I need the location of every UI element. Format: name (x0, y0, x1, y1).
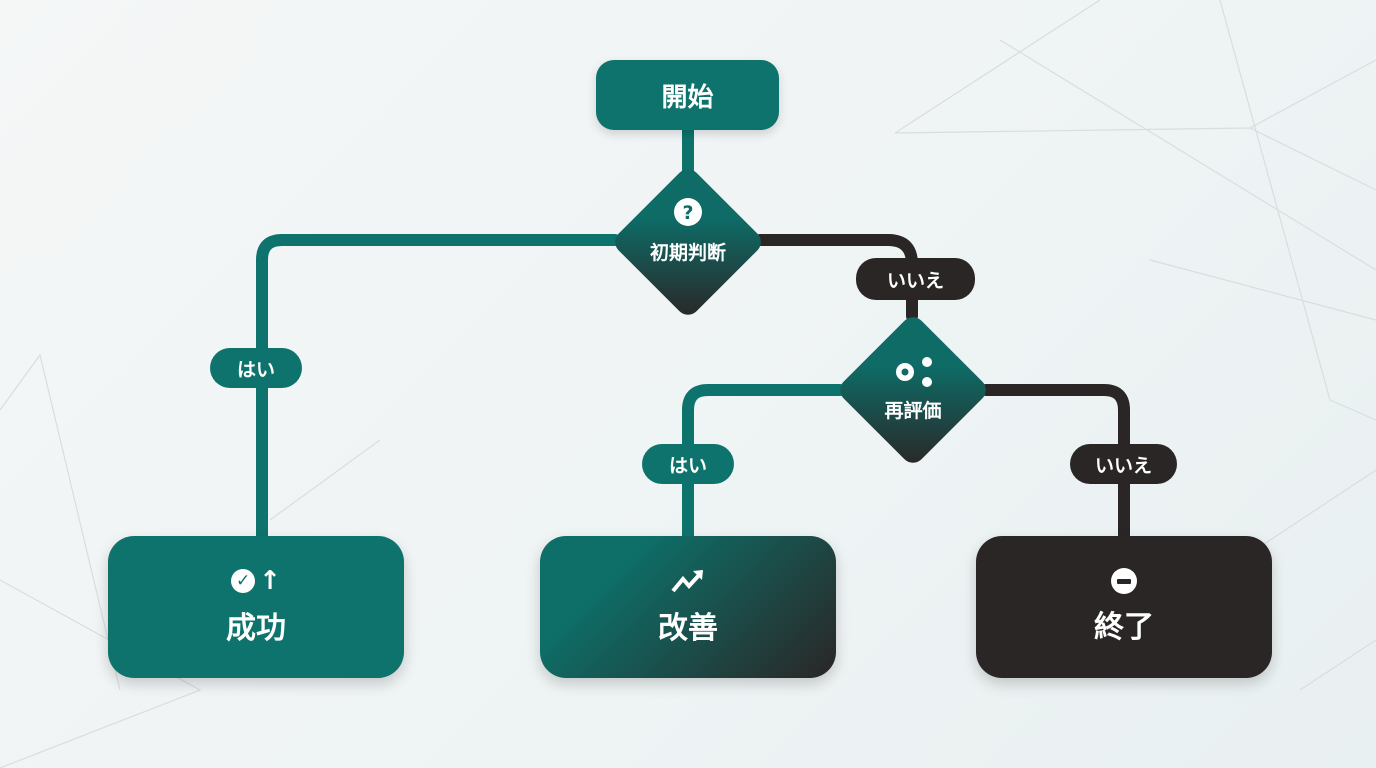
end-node[interactable]: 終了 (976, 536, 1272, 678)
stop-circle-icon (1111, 568, 1137, 594)
decision-reevaluate-label: 再評価 (884, 400, 942, 422)
svg-text:?: ? (682, 202, 693, 224)
improve-node[interactable]: 改善 (540, 536, 836, 678)
check-circle-arrow-up-icon: ✓↑ (231, 567, 281, 595)
connector-d2-no (980, 384, 1130, 546)
edge-label-d2-no: いいえ (1070, 444, 1177, 484)
connector-d1-yes (256, 234, 621, 546)
start-node[interactable]: 開始 (596, 60, 779, 130)
edge-label-d1-no: いいえ (856, 258, 975, 300)
start-label: 開始 (661, 82, 714, 113)
edge-label-d2-yes: はい (642, 444, 734, 484)
success-label: 成功 (226, 611, 286, 647)
edge-label-d1-yes: はい (210, 348, 302, 388)
gears-icon (896, 357, 932, 387)
success-node[interactable]: ✓↑ 成功 (108, 536, 404, 678)
trend-up-icon (671, 570, 703, 593)
end-label: 終了 (1094, 610, 1154, 645)
connector-d2-yes (682, 384, 846, 546)
decision-initial-shape[interactable] (610, 164, 766, 320)
decision-reevaluate-shape[interactable] (835, 312, 991, 468)
improve-label: 改善 (658, 611, 718, 646)
decision-initial-label: 初期判断 (649, 242, 726, 264)
question-circle-icon: ? (674, 198, 702, 226)
